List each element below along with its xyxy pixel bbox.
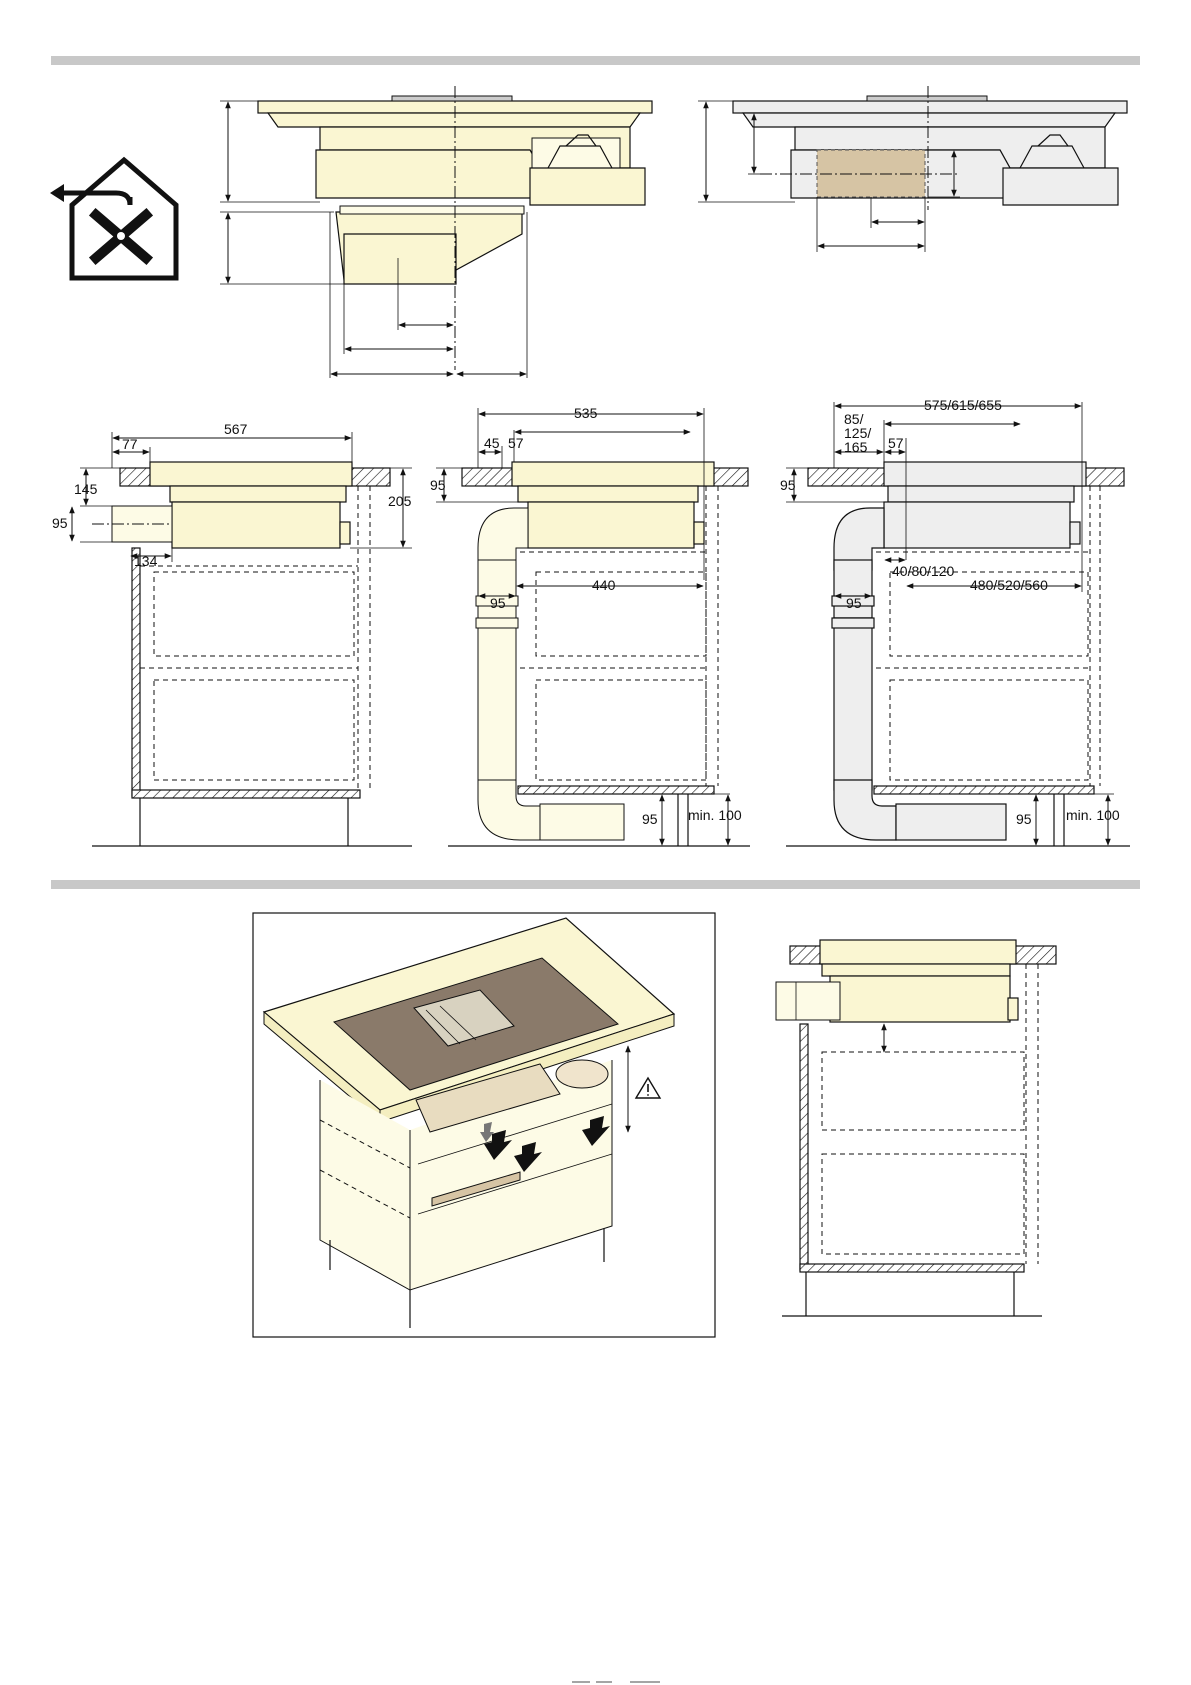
dim-95-b-bottom: 95 xyxy=(642,811,658,827)
dim-440: 440 xyxy=(592,577,616,593)
dim-95-b-top: 95 xyxy=(430,477,446,493)
dim-77: 77 xyxy=(122,436,138,452)
top-separator-bar xyxy=(51,56,1140,65)
side-section-bottom-right xyxy=(776,940,1056,1316)
dim-min100-c: min. 100 xyxy=(1066,807,1120,823)
dim-45: 45 xyxy=(484,435,500,451)
dim-min100-b: min. 100 xyxy=(688,807,742,823)
recirculation-house-icon xyxy=(50,160,176,278)
dim-480-520-560: 480/520/560 xyxy=(970,577,1048,593)
perspective-illustration xyxy=(253,913,715,1337)
duct-horizontal-c xyxy=(896,804,1006,840)
dim-57-c: 57 xyxy=(888,435,904,451)
side-section-drawing-left xyxy=(220,86,652,378)
dim-95-a: 95 xyxy=(52,515,68,531)
dim-40-80-120: 40/80/120 xyxy=(892,563,954,579)
dim-85-line3: 165 xyxy=(844,439,868,455)
duct-connector-bottom-right xyxy=(776,982,840,1020)
dim-57-b: 57 xyxy=(508,435,524,451)
dim-575-615-655: 575/615/655 xyxy=(924,397,1002,413)
dim-134: 134 xyxy=(134,553,158,569)
dim-145: 145 xyxy=(74,481,98,497)
installation-drawing-b: 535 45 57 95 440 95 95 min. 100 xyxy=(430,405,750,846)
installation-drawing-c: 575/615/655 85/ 125/ 165 57 95 40/80/120… xyxy=(780,397,1130,846)
cooktop-plate-right xyxy=(733,101,1127,113)
dim-95-c-duct: 95 xyxy=(846,595,862,611)
installation-drawing-a: 567 77 145 95 205 134 xyxy=(52,421,412,846)
dim-95-c-top: 95 xyxy=(780,477,796,493)
dim-535: 535 xyxy=(574,405,598,421)
duct-horizontal-b xyxy=(540,804,624,840)
dim-95-c-bottom: 95 xyxy=(1016,811,1032,827)
side-section-drawing-right xyxy=(698,86,1127,252)
dim-95-b-duct: 95 xyxy=(490,595,506,611)
dim-205: 205 xyxy=(388,493,412,509)
dim-567: 567 xyxy=(224,421,248,437)
middle-separator-bar xyxy=(51,880,1140,889)
